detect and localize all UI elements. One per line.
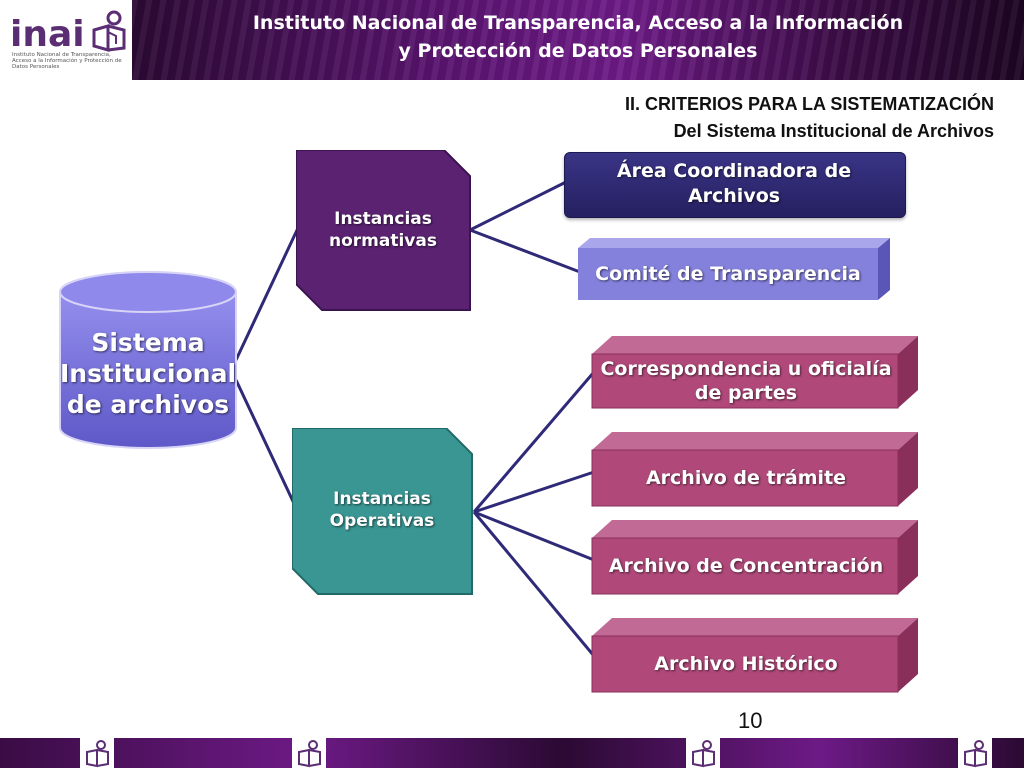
connector-operativas-tramite: [473, 470, 595, 514]
concentracion-shape: [591, 520, 918, 595]
comite-shape: [578, 238, 890, 300]
connector-operativas-concentracion: [473, 510, 595, 562]
footer-band: [0, 738, 1024, 768]
root-cylinder-shape: [59, 271, 237, 449]
logo-text: inai: [10, 14, 85, 55]
historico-shape: [591, 618, 918, 693]
area-coordinadora-node: Área Coordinadora de Archivos: [616, 160, 852, 207]
operativas-node: Instancias Operativas: [329, 489, 435, 531]
operativas-shape: [292, 428, 473, 595]
connector-operativas-historico: [472, 511, 596, 657]
connector-root-operativas: [234, 379, 300, 513]
connector-normativas-comite: [469, 228, 581, 274]
logo-subtext: Instituto Nacional de Transparencia, Acc…: [12, 52, 122, 70]
header-title-line2: y Protección de Datos Personales: [398, 40, 758, 62]
header-band: [132, 0, 1024, 80]
connector-operativas-correspondencia: [472, 371, 596, 513]
concentracion-node: Archivo de Concentración: [608, 555, 884, 577]
footer-logo-icon: [692, 740, 715, 768]
footer-logo-icon: [86, 740, 109, 768]
comite-node: Comité de Transparencia: [595, 263, 861, 285]
tramite-node: Archivo de trámite: [645, 467, 847, 489]
header-title-line1: Instituto Nacional de Transparencia, Acc…: [252, 12, 904, 34]
normativas-node: Instancias normativas: [329, 209, 437, 251]
root-node: Sistema Institucional de archivos: [59, 327, 237, 419]
page-number: 10: [738, 708, 763, 733]
footer-logo-icon: [298, 740, 321, 768]
normativas-shape: [296, 150, 471, 311]
area-coordinadora-box: [564, 152, 906, 218]
tramite-shape: [591, 432, 918, 507]
subtitle-line1: II. CRITERIOS PARA LA SISTEMATIZACIÓN: [625, 94, 994, 114]
connector-root-normativas: [234, 227, 300, 361]
subtitle-line2: Del Sistema Institucional de Archivos: [673, 121, 994, 141]
correspondencia-node: Correspondencia u oficialía de partes: [600, 358, 892, 404]
connector-normativas-area: [469, 180, 567, 232]
footer-logo-icon: [964, 740, 987, 768]
historico-node: Archivo Histórico: [654, 653, 838, 675]
correspondencia-shape: [591, 336, 918, 409]
inai-logo-icon: [92, 10, 126, 52]
